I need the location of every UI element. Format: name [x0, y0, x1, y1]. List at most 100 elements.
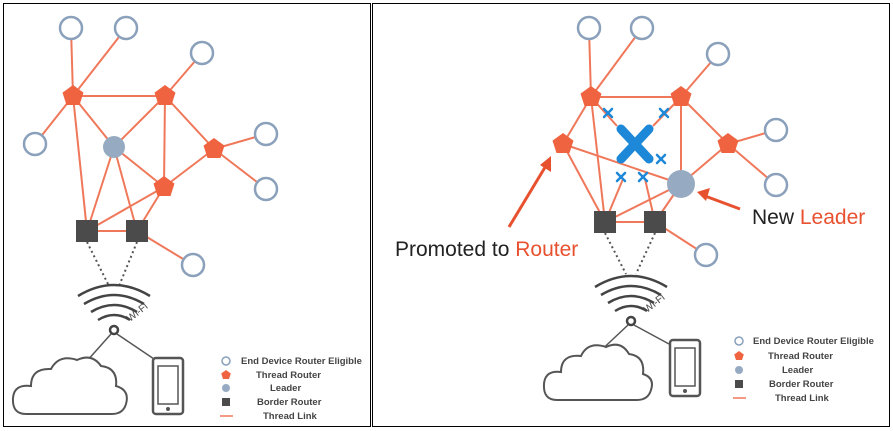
legend-thread-router: Thread Router	[256, 370, 321, 381]
legend: End Device Router Eligible Thread Router…	[733, 336, 874, 404]
thread-router-icon	[734, 351, 744, 360]
wifi-links	[86, 241, 138, 287]
thread-link	[86, 146, 115, 232]
border-routers	[594, 211, 666, 233]
callout-new-leader: New Leader	[697, 188, 865, 229]
arrow-head-icon	[540, 156, 551, 172]
leader-icon	[103, 136, 125, 158]
thread-router-icon	[717, 133, 739, 153]
end-device-icon	[180, 252, 206, 278]
end-device-icon	[629, 15, 655, 41]
panel-leader-failure: Wi-Fi Promoted to Router New Leader	[372, 3, 890, 427]
thread-link	[680, 96, 729, 145]
end-device-icon	[763, 117, 789, 143]
thread-link	[113, 95, 166, 148]
border-router-icon	[594, 211, 616, 233]
thread-link	[562, 143, 682, 185]
broken-link-icon	[602, 107, 614, 119]
end-device-icon	[189, 40, 215, 66]
legend-end-device: End Device Router Eligible	[241, 356, 362, 367]
phone-icon	[668, 338, 702, 398]
border-router-icon	[126, 220, 148, 242]
new-leader-icon	[667, 170, 695, 198]
end-device-icon	[253, 176, 279, 202]
legend-leader: Leader	[782, 365, 813, 376]
thread-routers	[552, 86, 739, 153]
legend-end-device: End Device Router Eligible	[753, 336, 874, 347]
broken-link-marks	[602, 107, 670, 183]
wifi-label: Wi-Fi	[642, 292, 667, 315]
legend-thread-router: Thread Router	[768, 351, 833, 362]
thread-router-icon	[62, 85, 84, 105]
thread-link	[163, 148, 215, 188]
thread-router-icon	[203, 138, 225, 158]
phone-icon	[151, 356, 185, 416]
end-device-icon	[58, 15, 84, 41]
end-device-icon	[693, 242, 719, 268]
legend-thread-link: Thread Link	[775, 393, 830, 404]
callout-promoted: Promoted to Router	[395, 156, 578, 261]
wifi-icon	[594, 274, 668, 327]
thread-link	[590, 27, 643, 98]
thread-link	[72, 95, 88, 232]
end-device-icon	[763, 172, 789, 198]
wifi-links	[604, 232, 656, 275]
wifi-label: Wi-Fi	[125, 301, 150, 324]
end-device-icon	[113, 15, 139, 41]
thread-router-icon	[670, 86, 692, 106]
border-router-icon	[76, 220, 98, 242]
promoted-router-icon	[552, 133, 574, 153]
right-network-svg: Wi-Fi Promoted to Router New Leader	[395, 15, 874, 404]
broken-link-icon	[658, 107, 670, 119]
thread-router-icon	[153, 176, 175, 196]
left-network-svg: Wi-Fi End Device Router Eligible Thread …	[11, 15, 362, 422]
legend-border-router: Border Router	[257, 397, 322, 408]
legend-leader: Leader	[270, 383, 301, 394]
callout-arrow	[704, 194, 741, 211]
failed-leader-icon	[616, 124, 654, 164]
wifi-link	[86, 241, 110, 287]
end-device-icon	[576, 15, 602, 41]
end-device-icon	[221, 356, 231, 366]
legend-border-router: Border Router	[769, 379, 834, 390]
thread-link	[604, 183, 682, 223]
end-devices	[576, 15, 789, 268]
callout-arrow	[507, 163, 549, 228]
end-device-icon	[22, 131, 48, 157]
broken-link-icon	[637, 171, 649, 183]
wifi-link	[604, 232, 627, 275]
wifi-link	[635, 232, 656, 275]
thread-link	[86, 186, 165, 232]
thread-links	[34, 27, 267, 266]
thread-router-icon	[580, 86, 602, 106]
panel-original-network: Wi-Fi End Device Router Eligible Thread …	[3, 3, 371, 427]
broken-link-icon	[655, 153, 667, 165]
legend-thread-link: Thread Link	[263, 411, 318, 422]
end-device-icon	[734, 336, 744, 346]
thread-link	[163, 95, 166, 188]
thread-link	[562, 143, 606, 223]
end-devices	[22, 15, 279, 278]
arrow-head-icon	[697, 188, 710, 201]
border-router-icon	[735, 380, 743, 388]
new-leader-label: New Leader	[752, 206, 865, 229]
leader-icon	[735, 366, 743, 374]
thread-link	[164, 95, 215, 150]
end-device-icon	[253, 121, 279, 147]
promoted-to-router-label: Promoted to Router	[395, 238, 578, 261]
thread-link	[113, 146, 138, 232]
border-router-icon	[644, 211, 666, 233]
border-routers	[76, 220, 148, 242]
border-router-icon	[222, 398, 230, 406]
thread-router-icon	[221, 370, 231, 379]
end-device-icon	[705, 41, 731, 67]
wifi-icon	[77, 283, 151, 336]
legend: End Device Router Eligible Thread Router…	[220, 356, 362, 422]
thread-link	[590, 96, 606, 223]
cloud-icon	[11, 356, 128, 415]
cloud-icon	[542, 343, 653, 401]
thread-link	[72, 27, 127, 97]
thread-routers	[62, 85, 225, 196]
broken-link-icon	[615, 171, 627, 183]
